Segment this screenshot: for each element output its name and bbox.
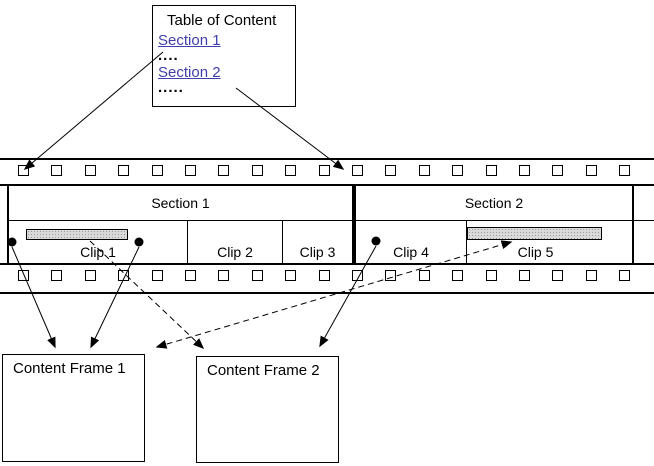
content-frame-1-label: Content Frame 1 bbox=[13, 360, 126, 377]
highlight-bar-clip-5 bbox=[467, 227, 602, 240]
clip-4-cell: Clip 4 bbox=[356, 221, 466, 263]
filmstrip-top-edge bbox=[0, 158, 654, 160]
filmstrip-bottom-edge bbox=[0, 292, 654, 294]
sprocket-hole bbox=[218, 165, 230, 176]
sprocket-hole bbox=[218, 270, 230, 281]
sprocket-hole bbox=[452, 165, 464, 176]
arrow-toc-section1-to-film bbox=[23, 51, 164, 170]
filmstrip-inner-top-edge bbox=[0, 184, 654, 186]
sprocket-hole bbox=[285, 165, 297, 176]
clip-2-label: Clip 2 bbox=[217, 244, 253, 260]
section-2-cell: Section 2 bbox=[356, 186, 632, 220]
sprocket-hole bbox=[185, 270, 196, 281]
sprocket-row-bottom bbox=[0, 270, 654, 281]
sprocket-hole bbox=[519, 165, 530, 176]
section-divider bbox=[352, 184, 356, 265]
toc-link-section-2[interactable]: Section 2 bbox=[158, 64, 221, 81]
sprocket-hole bbox=[418, 165, 430, 176]
content-frame-2-label: Content Frame 2 bbox=[207, 362, 320, 379]
sprocket-hole bbox=[51, 270, 63, 281]
sprocket-hole bbox=[452, 270, 464, 281]
sprocket-hole bbox=[285, 270, 297, 281]
clip-5-cell: Clip 5 bbox=[467, 221, 632, 263]
sprocket-hole bbox=[385, 165, 397, 176]
clip-1-label: Clip 1 bbox=[80, 244, 116, 260]
sprocket-hole bbox=[352, 270, 363, 281]
sprocket-hole bbox=[84, 270, 96, 281]
content-frame-2: Content Frame 2 bbox=[196, 356, 339, 463]
clip-5-label: Clip 5 bbox=[517, 244, 554, 260]
filmstrip-inner-bottom-edge bbox=[0, 263, 654, 265]
content-frame-1: Content Frame 1 bbox=[2, 354, 145, 462]
sprocket-hole bbox=[619, 270, 631, 281]
sprocket-hole bbox=[151, 165, 163, 176]
table-of-content-box: Table of Content Section 1 .... Section … bbox=[152, 5, 296, 107]
toc-ellipsis-2: ..... bbox=[158, 79, 184, 96]
sprocket-hole bbox=[118, 270, 130, 281]
sprocket-hole bbox=[318, 165, 330, 176]
toc-title: Table of Content bbox=[167, 12, 277, 29]
sprocket-hole bbox=[485, 165, 497, 176]
highlight-bar-clip-1 bbox=[26, 229, 128, 240]
sprocket-hole bbox=[51, 165, 63, 176]
clip-4-label: Clip 4 bbox=[393, 244, 429, 260]
sprocket-hole bbox=[118, 165, 130, 176]
sprocket-hole bbox=[18, 165, 29, 176]
table-left-border bbox=[7, 184, 9, 265]
sprocket-hole bbox=[84, 165, 96, 176]
sprocket-hole bbox=[418, 270, 430, 281]
sprocket-hole bbox=[318, 270, 330, 281]
clip-2-cell: Clip 2 bbox=[188, 221, 282, 263]
sprocket-hole bbox=[552, 165, 564, 176]
section-clip-row-divider bbox=[7, 220, 654, 221]
sprocket-hole bbox=[352, 165, 363, 176]
sprocket-hole bbox=[519, 270, 530, 281]
sprocket-hole bbox=[485, 270, 497, 281]
sprocket-hole bbox=[18, 270, 29, 281]
clip-1-cell: Clip 1 bbox=[9, 221, 187, 263]
table-right-border bbox=[632, 184, 634, 265]
sprocket-hole bbox=[251, 270, 263, 281]
toc-link-section-1[interactable]: Section 1 bbox=[158, 32, 221, 49]
sprocket-row-top bbox=[0, 165, 654, 176]
sprocket-hole bbox=[251, 165, 263, 176]
sprocket-hole bbox=[585, 165, 597, 176]
sprocket-hole bbox=[619, 165, 631, 176]
sprocket-hole bbox=[151, 270, 163, 281]
sprocket-hole bbox=[185, 165, 196, 176]
sprocket-hole bbox=[585, 270, 597, 281]
sprocket-hole bbox=[385, 270, 397, 281]
section-1-cell: Section 1 bbox=[9, 186, 352, 220]
clip-3-cell: Clip 3 bbox=[283, 221, 352, 263]
sprocket-hole bbox=[552, 270, 564, 281]
toc-ellipsis-1: .... bbox=[158, 47, 179, 64]
section-1-label: Section 1 bbox=[151, 195, 210, 211]
clip-3-label: Clip 3 bbox=[299, 244, 336, 260]
section-2-label: Section 2 bbox=[464, 195, 524, 211]
